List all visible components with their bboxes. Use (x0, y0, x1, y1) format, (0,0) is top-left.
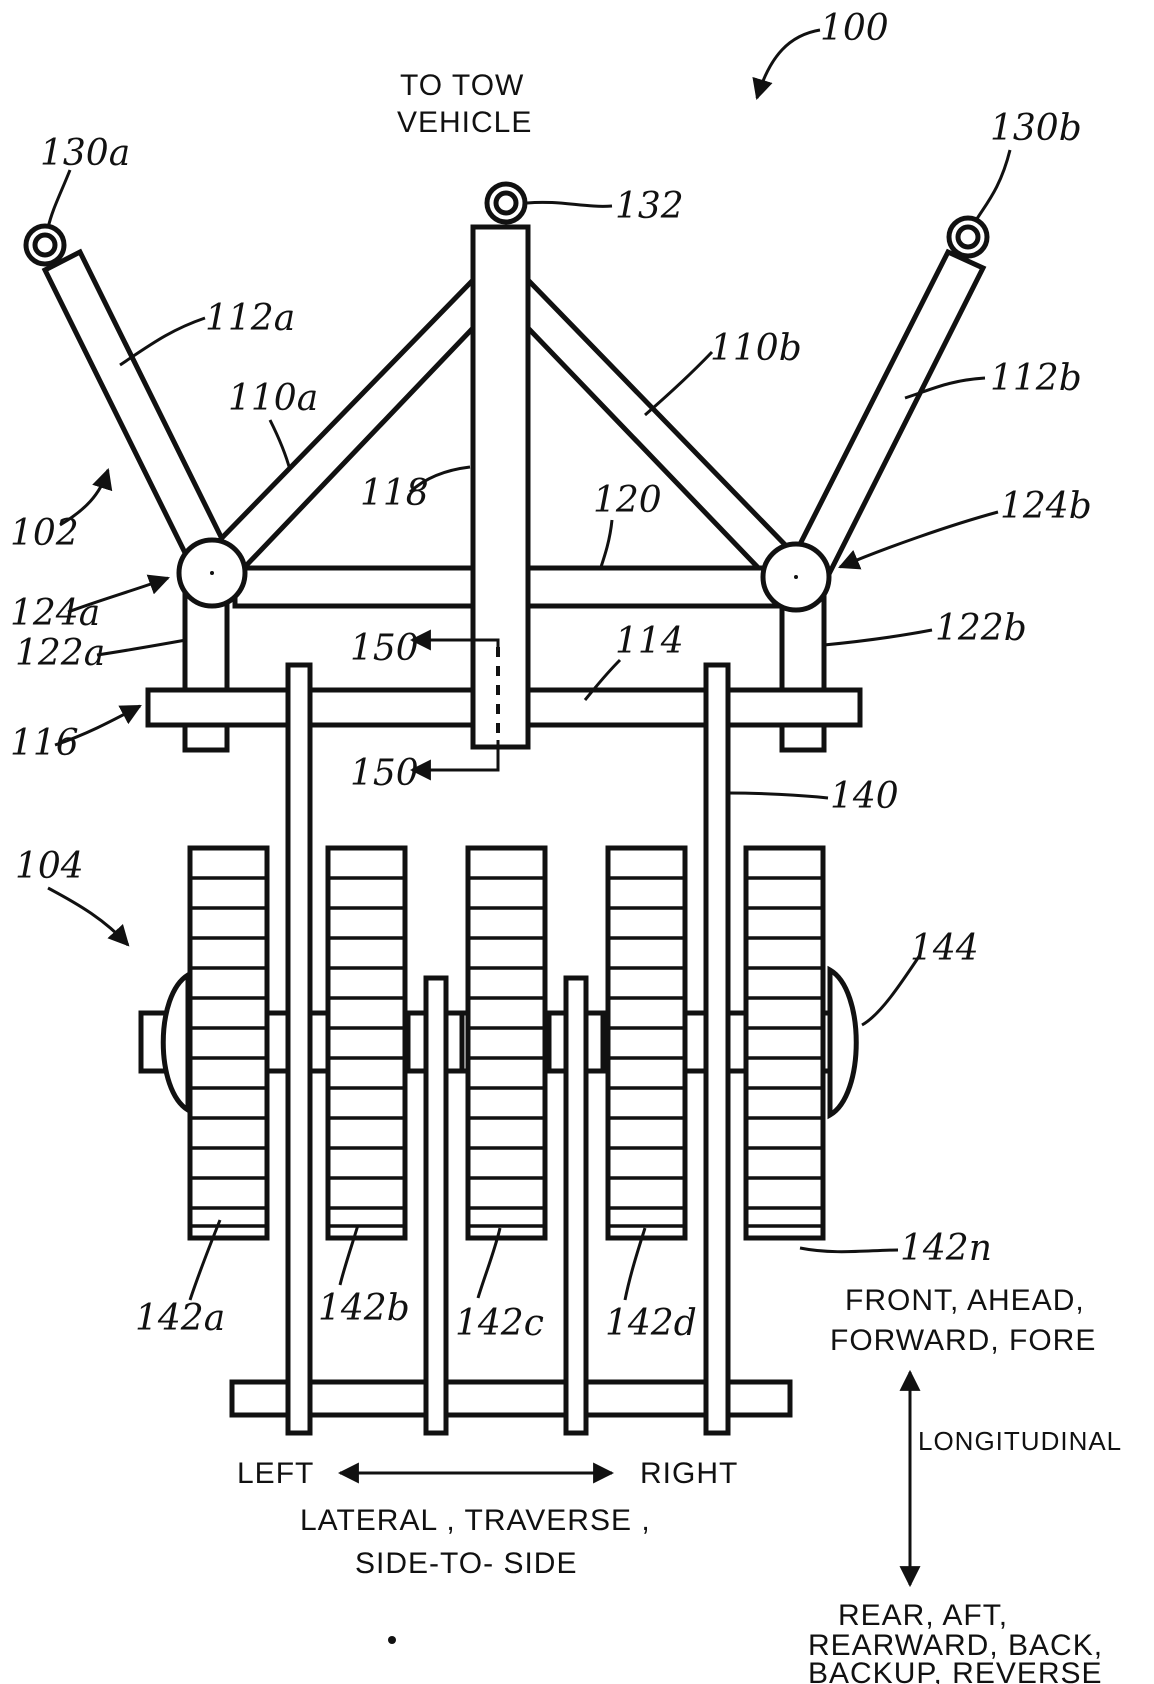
bottom-frame-bar (229, 1379, 793, 1418)
wheel-142a (187, 845, 270, 1241)
label-142a: 142a (135, 1298, 225, 1339)
rear-caption-line1: REAR, AFT, (838, 1599, 1008, 1632)
label-142c: 142c (455, 1303, 544, 1344)
leader-112a (119, 316, 206, 367)
label-114: 114 (615, 621, 684, 662)
label-110b: 110b (710, 328, 802, 369)
figure-number-label: 100 (820, 8, 889, 49)
leader-118 (408, 465, 471, 494)
wheel-142c (465, 845, 548, 1241)
leader-102 (59, 468, 113, 527)
label-140: 140 (830, 776, 899, 817)
label-132: 132 (615, 186, 684, 227)
label-124b: 124b (1000, 486, 1092, 527)
leader-142n (799, 1246, 899, 1254)
leader-124a (67, 574, 170, 614)
leader-124b (838, 510, 999, 570)
label-130a: 130a (40, 133, 130, 174)
leader-150-bottom (409, 740, 500, 781)
stray-dot (388, 1636, 396, 1644)
frame-rod-140 (703, 662, 731, 1436)
leader-142c (476, 1227, 502, 1299)
leader-140 (727, 791, 829, 800)
leader-110b (644, 350, 714, 417)
leader-114 (583, 658, 622, 701)
label-120: 120 (593, 480, 662, 521)
label-144: 144 (910, 928, 979, 969)
lateral-caption-line2: SIDE-TO- SIDE (355, 1547, 577, 1580)
brace-110b (525, 273, 799, 584)
frame-rod-left (285, 662, 313, 1436)
leader-104 (47, 886, 130, 947)
figure-number-leader (752, 28, 821, 101)
leader-120 (598, 519, 614, 571)
wheel-142b (325, 845, 408, 1241)
label-122b: 122b (935, 608, 1027, 649)
leader-144 (861, 954, 922, 1027)
hitch-ring-132 (484, 181, 528, 225)
leader-142a (188, 1219, 222, 1301)
wheel-142d (605, 845, 688, 1241)
longitudinal-caption: LONGITUDINAL (918, 1426, 1122, 1456)
left-caption: LEFT (237, 1457, 314, 1490)
leader-130b (973, 149, 1012, 223)
inner-rod-left (423, 975, 449, 1436)
leader-142b (338, 1224, 360, 1286)
label-116: 116 (10, 723, 79, 764)
label-124a: 124a (10, 593, 100, 634)
label-112a: 112a (205, 298, 295, 339)
inner-rod-right (563, 975, 589, 1436)
leader-122b (823, 628, 933, 647)
tow-vehicle-caption-line2: VEHICLE (397, 106, 532, 139)
label-104: 104 (15, 846, 84, 887)
label-122a: 122a (15, 633, 105, 674)
label-142b: 142b (318, 1288, 410, 1329)
rear-caption-line2: REARWARD, BACK, (808, 1629, 1103, 1662)
hub-cap-right (827, 965, 859, 1120)
leader-142d (623, 1227, 647, 1301)
leader-130a (46, 169, 72, 229)
hitch-ring-130a (23, 223, 67, 267)
pivot-124a (176, 537, 248, 609)
leader-112b (904, 376, 986, 400)
label-142d: 142d (605, 1303, 697, 1344)
label-150-top: 150 (350, 628, 419, 669)
tongue-118 (470, 224, 531, 750)
label-142n: 142n (900, 1228, 992, 1269)
leader-116 (54, 704, 142, 747)
label-118: 118 (360, 473, 429, 514)
tow-vehicle-caption-line1: TO TOW (400, 69, 524, 102)
label-112b: 112b (990, 358, 1082, 399)
label-110a: 110a (228, 378, 318, 419)
leader-110a (268, 419, 292, 471)
rear-caption-line3: BACKUP, REVERSE (808, 1657, 1103, 1684)
hub-cap-left (160, 970, 191, 1115)
label-150-bottom: 150 (350, 753, 419, 794)
front-caption-line2: FORWARD, FORE (830, 1324, 1096, 1357)
arm-112b (788, 248, 987, 582)
lateral-caption-line1: LATERAL , TRAVERSE , (300, 1504, 651, 1537)
front-caption-line1: FRONT, AHEAD, (845, 1284, 1085, 1317)
right-caption: RIGHT (640, 1457, 738, 1490)
label-130b: 130b (990, 108, 1082, 149)
hitch-ring-130b (946, 215, 990, 259)
wheel-142n (743, 845, 826, 1241)
leader-150-top (409, 629, 500, 651)
leader-122a (96, 638, 187, 657)
pivot-124b (760, 541, 832, 613)
leader-132 (526, 200, 613, 208)
